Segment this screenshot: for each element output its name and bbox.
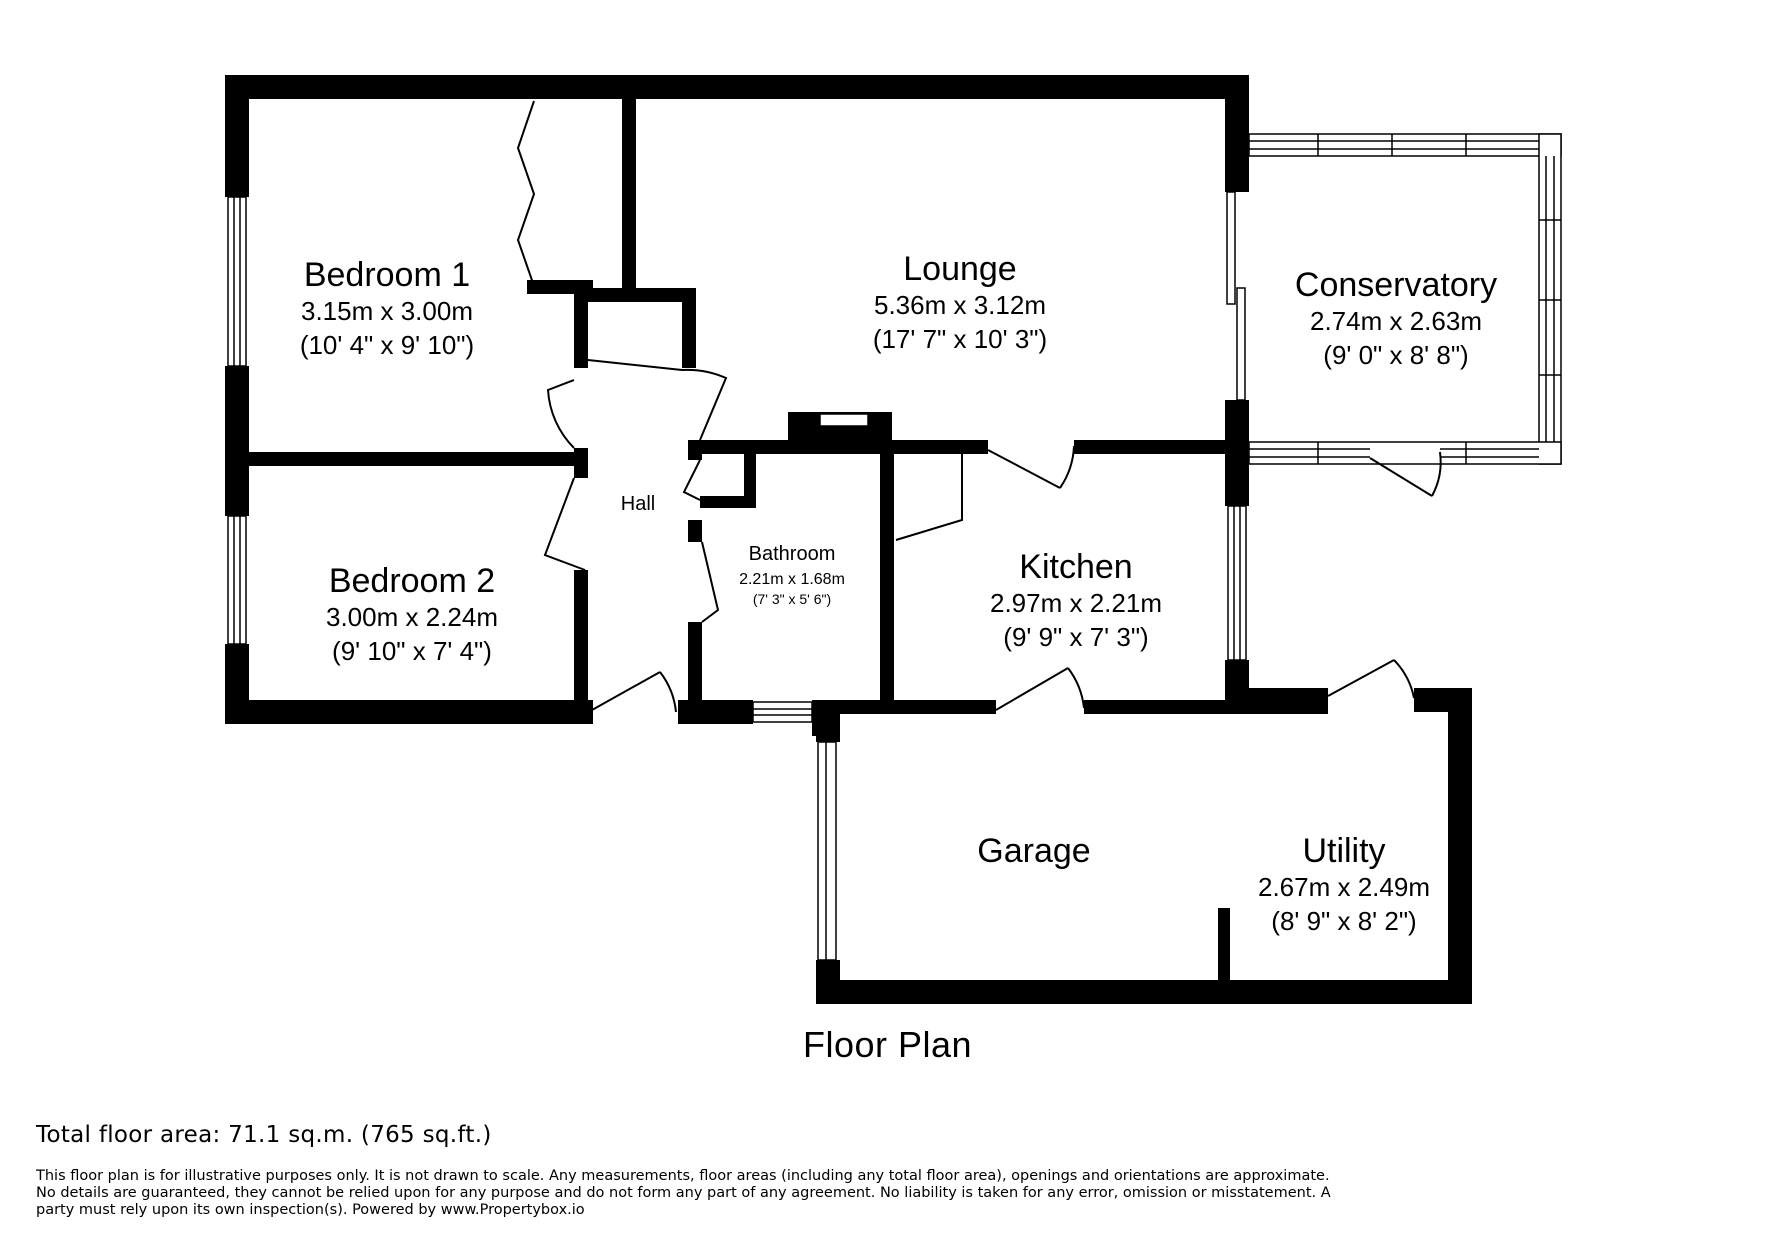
wall-left-upper (225, 75, 249, 197)
bathroom-name: Bathroom (749, 543, 836, 565)
wardrobe-bifold-door (516, 100, 536, 287)
hall-name: Hall (621, 493, 655, 515)
conservatory-right-glazing (1538, 133, 1562, 465)
windows (227, 133, 1562, 961)
window-kitchen (1227, 505, 1247, 661)
sliding-door-right (1236, 287, 1246, 401)
utility-imperial: (8' 9" x 8' 2") (1271, 906, 1416, 936)
wall-utility-right (1448, 688, 1472, 1004)
plan-title: Floor Plan (803, 1024, 973, 1065)
door-cupboard-arc (681, 368, 728, 441)
kitchen-name: Kitchen (1019, 548, 1132, 586)
wall-utility-top-right (1414, 688, 1472, 712)
door-airing-cupboard (682, 459, 701, 501)
door-front-arc (659, 671, 677, 713)
door-kitchen-leaf (987, 449, 1061, 489)
conservatory-top-glazing (1248, 133, 1562, 157)
door-garage-arc (1067, 667, 1085, 709)
conservatory-name: Conservatory (1295, 266, 1497, 304)
bathroom-imperial: (7' 3" x 5' 6") (753, 591, 831, 607)
door-kitchen-arc (1059, 445, 1075, 489)
total-floor-area: Total floor area: 71.1 sq.m. (765 sq.ft.… (36, 1122, 492, 1148)
garage-door (817, 741, 837, 961)
wall-lounge-bottom-right (1074, 440, 1249, 454)
wall-hall-left-lower (574, 570, 588, 700)
door-bathroom (701, 541, 720, 623)
door-cupboard-leaf (587, 359, 683, 371)
bedroom1-metric: 3.15m x 3.00m (301, 296, 473, 326)
wall-kitchen-bottom-left (840, 700, 996, 714)
lounge-name: Lounge (903, 250, 1016, 288)
wall-airing-cupboard-bottom (700, 496, 756, 508)
kitchen-metric: 2.97m x 2.21m (990, 588, 1162, 618)
disclaimer: This floor plan is for illustrative purp… (36, 1168, 1331, 1218)
bedroom1-name: Bedroom 1 (304, 256, 470, 294)
doors (516, 100, 1442, 713)
wall-airing-cupboard (744, 452, 756, 508)
wall-hall-left-stub (574, 448, 588, 478)
wall-utility-partition (1218, 908, 1230, 980)
bedroom2-metric: 3.00m x 2.24m (326, 602, 498, 632)
wall-cupboard-right (682, 288, 696, 368)
wall-bottom-left (225, 700, 593, 724)
sliding-door-left (1226, 191, 1236, 305)
wall-garage-bottom (816, 980, 1472, 1004)
lounge-imperial: (17' 7" x 10' 3") (873, 324, 1047, 354)
door-garage-leaf (995, 667, 1069, 711)
wall-utility-top (1236, 688, 1328, 712)
garage-name: Garage (977, 832, 1090, 870)
door-conservatory-leaf (1369, 457, 1433, 497)
lounge-metric: 5.36m x 3.12m (874, 290, 1046, 320)
kitchen-imperial: (9' 9" x 7' 3") (1003, 622, 1148, 652)
conservatory-metric: 2.74m x 2.63m (1310, 306, 1482, 336)
wall-hall-right-lower (688, 622, 702, 712)
window-bathroom (752, 701, 813, 723)
window-bedroom1 (227, 196, 247, 367)
wall-hall-right-stub2 (688, 520, 702, 542)
wall-bed1-lounge (622, 99, 636, 289)
bathroom-metric: 2.21m x 1.68m (739, 571, 845, 588)
wall-bath-kitchen (880, 452, 894, 700)
conservatory-mullions (1249, 134, 1561, 464)
wall-garage-left-top (816, 712, 840, 742)
walls (225, 75, 1472, 1004)
bedroom2-imperial: (9' 10" x 7' 4") (332, 636, 492, 666)
window-bedroom2 (227, 515, 247, 645)
fireplace-hearth (819, 413, 869, 427)
kitchen-cupboard (895, 451, 963, 541)
wall-top (225, 75, 1249, 99)
wall-cupboard-left (574, 288, 588, 368)
door-bedroom1 (546, 379, 575, 449)
door-bedroom2 (543, 477, 586, 571)
door-conservatory-arc (1431, 451, 1442, 497)
wall-cupboard-top (574, 288, 696, 302)
utility-name: Utility (1302, 832, 1385, 870)
door-front-leaf (591, 671, 661, 711)
door-utility-arc (1393, 659, 1415, 699)
wall-lounge-right-upper (1225, 75, 1249, 192)
wall-bed1-bed2 (249, 452, 574, 466)
utility-metric: 2.67m x 2.49m (1258, 872, 1430, 902)
wall-left-mid (225, 366, 249, 516)
conservatory-imperial: (9' 0" x 8' 8") (1323, 340, 1468, 370)
bedroom2-name: Bedroom 2 (329, 562, 495, 600)
door-utility-leaf (1327, 659, 1395, 697)
bedroom1-imperial: (10' 4" x 9' 10") (300, 330, 474, 360)
conservatory-bottom-glazing (1248, 441, 1562, 465)
